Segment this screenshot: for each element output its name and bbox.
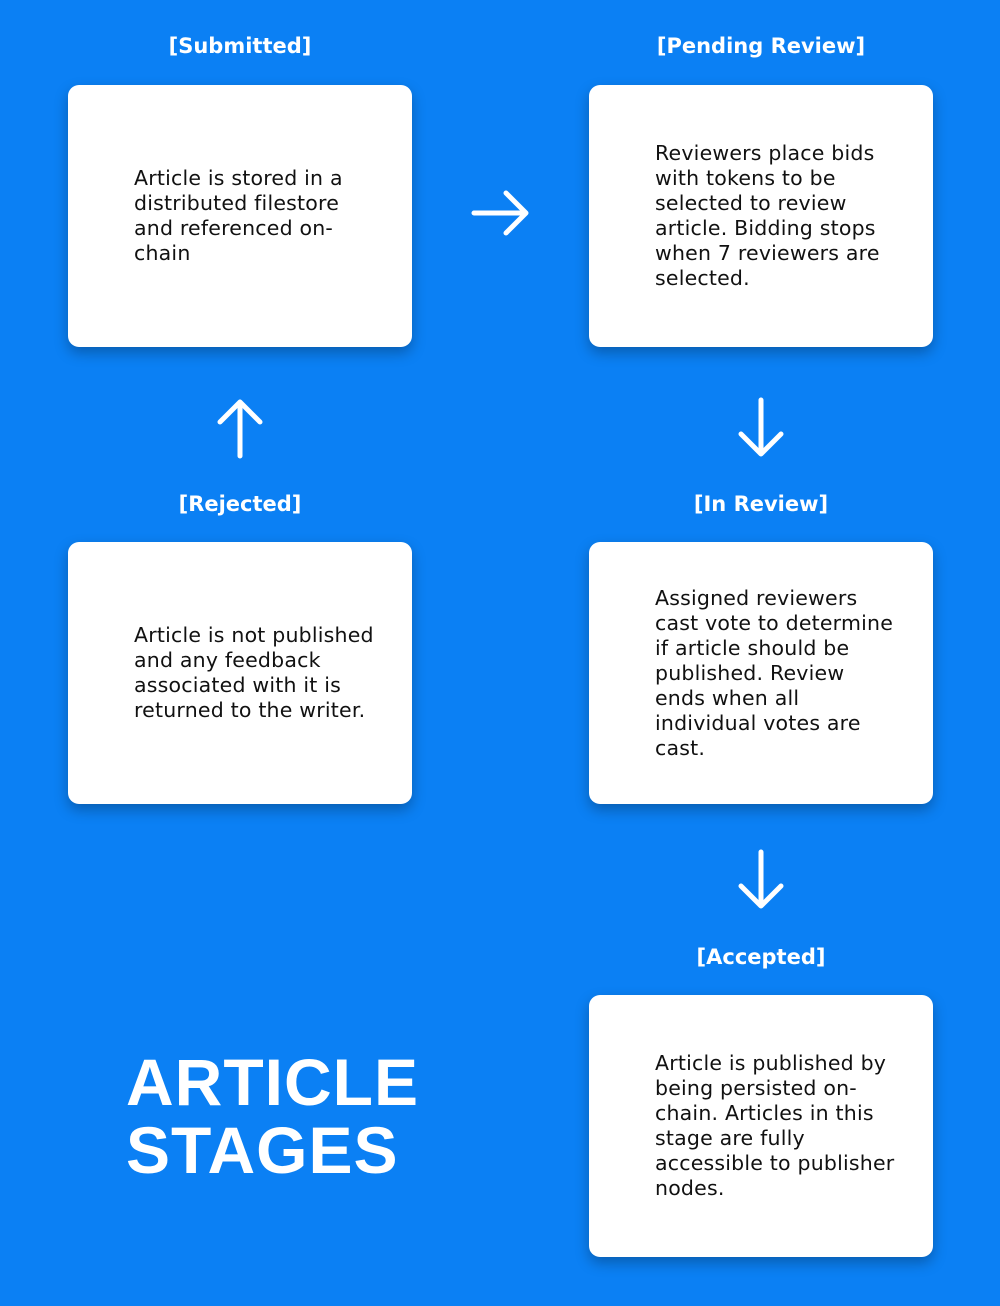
stage-card-rejected: Article is not published and any feedbac…	[68, 542, 412, 804]
stage-description-in-review: Assigned reviewers cast vote to determin…	[655, 585, 894, 760]
stage-label-accepted: [Accepted]	[696, 945, 826, 969]
stage-card-in-review: Assigned reviewers cast vote to determin…	[589, 542, 933, 804]
stage-card-submitted: Article is stored in a distributed files…	[68, 85, 412, 347]
stage-label-rejected: [Rejected]	[178, 492, 302, 516]
diagram-title-line-2: STAGES	[126, 1113, 399, 1187]
arrow-up-icon	[208, 396, 272, 460]
stage-label-submitted: [Submitted]	[168, 34, 312, 58]
stage-card-accepted: Article is published by being persisted …	[589, 995, 933, 1257]
diagram-title-line-1: ARTICLE	[126, 1045, 419, 1119]
stage-label-in-review: [In Review]	[693, 492, 829, 516]
stage-description-accepted: Article is published by being persisted …	[655, 1051, 895, 1200]
stage-description-pending-review: Reviewers place bids with tokens to be s…	[655, 141, 880, 290]
arrow-down-icon	[729, 396, 793, 460]
stage-label-pending-review: [Pending Review]	[656, 34, 866, 58]
diagram-title: ARTICLE STAGES	[126, 1048, 419, 1184]
stage-description-rejected: Article is not published and any feedbac…	[134, 623, 374, 722]
arrow-down-icon	[729, 848, 793, 912]
arrow-right-icon	[468, 181, 532, 245]
stage-card-pending-review: Reviewers place bids with tokens to be s…	[589, 85, 933, 347]
stage-description-submitted: Article is stored in a distributed files…	[134, 166, 343, 265]
